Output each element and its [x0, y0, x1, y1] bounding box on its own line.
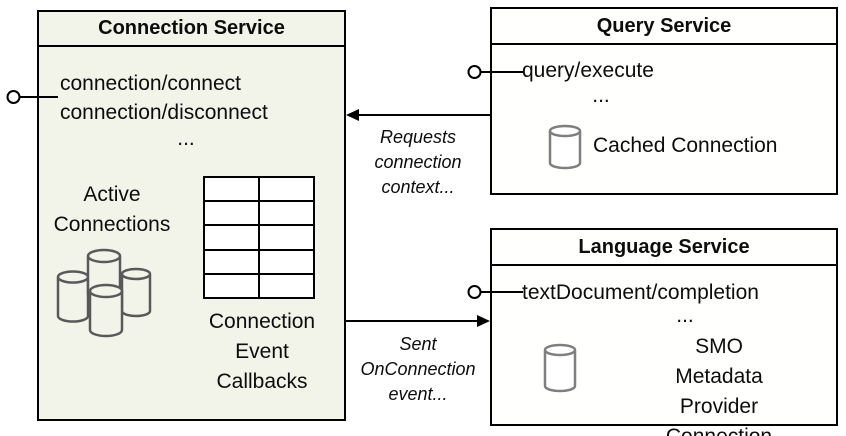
language-methods-ellipsis: ...: [676, 304, 694, 327]
query-service-header: Query Service: [492, 9, 836, 45]
connection-event-callbacks-label: Connection Event Callbacks: [208, 310, 316, 393]
requests-connection-context-label: Requests connection context...: [374, 127, 462, 197]
query-method-execute: query/execute: [522, 59, 654, 82]
query-service-box: Query Service: [490, 7, 838, 195]
requests-connection-arrow: [346, 109, 490, 121]
connection-method-disconnect: connection/disconnect: [60, 101, 268, 124]
sent-onconnection-event-label: Sent OnConnection event...: [360, 334, 476, 404]
connection-service-header: Connection Service: [39, 12, 344, 47]
connection-method-connect: connection/connect: [60, 72, 241, 95]
active-connections-label: Active Connections: [53, 183, 171, 236]
onconnection-event-arrow: [346, 315, 490, 327]
language-method-completion: textDocument/completion: [522, 281, 759, 304]
query-service-title: Query Service: [596, 15, 732, 37]
language-service-header: Language Service: [492, 230, 836, 266]
connection-service-title: Connection Service: [98, 17, 285, 39]
cached-connection-label: Cached Connection: [593, 134, 778, 157]
language-service-box: Language Service: [490, 228, 838, 426]
query-methods-ellipsis: ...: [592, 84, 610, 107]
smo-metadata-provider-label: SMO Metadata Provider Connection: [666, 335, 772, 436]
language-service-title: Language Service: [578, 236, 750, 258]
connection-methods-ellipsis: ...: [177, 127, 195, 150]
